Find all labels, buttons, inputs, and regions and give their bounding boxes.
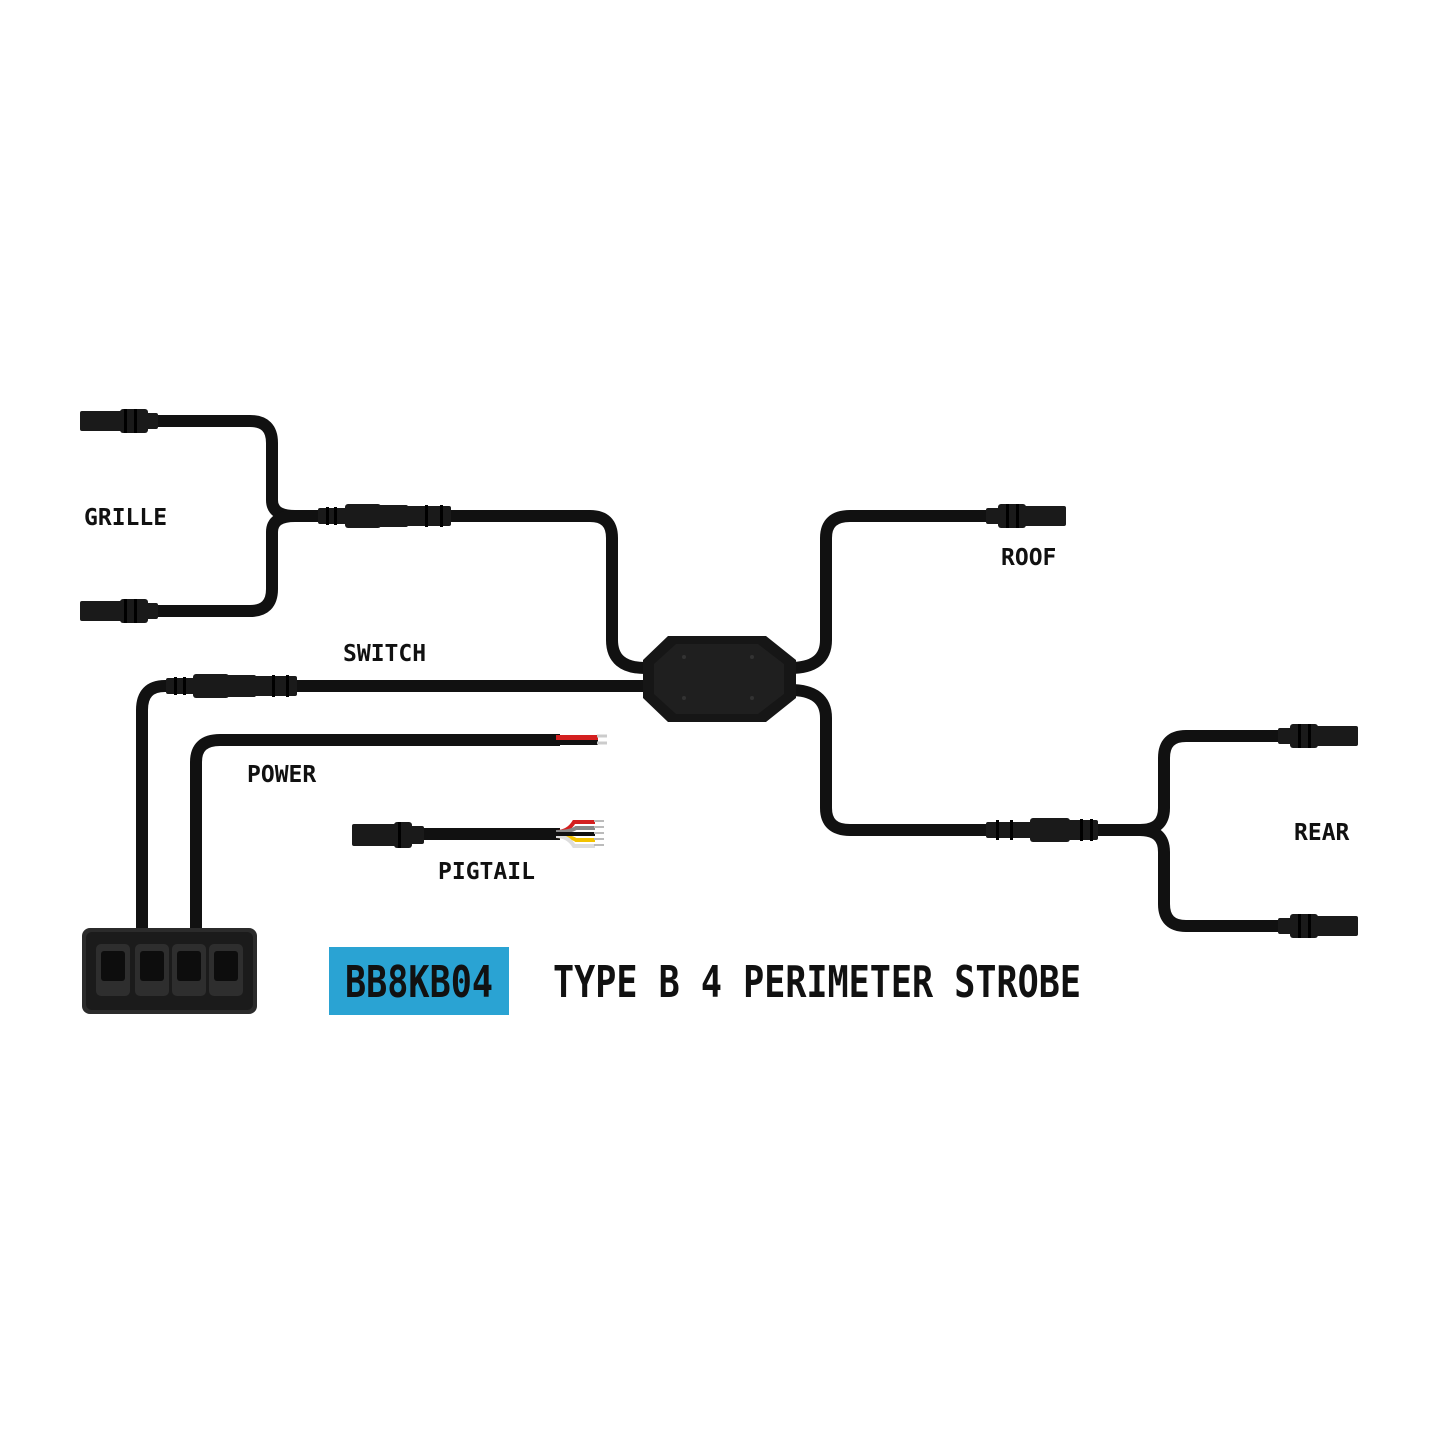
rocker-switch-1 [96,944,130,996]
rear-bottom-cable [1139,824,1285,932]
grille-bottom-cable [150,510,296,617]
rear-bottom-connector-icon [1278,914,1358,938]
rear-top-connector-icon [1278,724,1358,748]
power-wire-ends [556,734,607,745]
grille-trunk-cable [290,510,646,674]
rear-top-cable [1139,730,1285,836]
switch-cable [136,680,645,930]
grille-top-connector-icon [80,409,158,433]
rocker-switch-4 [209,944,243,996]
power-label: POWER [247,762,316,788]
product-code: BB8KB04 [345,957,493,1008]
rocker-switch-2 [135,944,169,996]
rocker-switch-panel-icon [82,928,257,1014]
grille-inline-connector-icon [318,504,451,528]
pigtail-wire-ends [555,820,604,848]
pigtail-label: PIGTAIL [438,859,535,885]
roof-connector-icon [986,504,1066,528]
roof-cable [789,510,990,674]
power-cable [190,734,560,930]
rear-label: REAR [1294,820,1350,846]
grille-label: GRILLE [84,505,167,531]
switch-label: SWITCH [343,641,426,667]
rear-inline-connector-icon [986,818,1098,842]
pigtail-connector-icon [352,822,424,848]
switch-inline-connector-icon [166,674,297,698]
junction-box-icon [643,636,796,722]
grille-top-cable [150,415,296,522]
product-code-badge [329,947,509,1015]
roof-label: ROOF [1001,545,1056,571]
rear-trunk-cable [789,684,1140,836]
product-title: TYPE B 4 PERIMETER STROBE [553,957,1081,1008]
rocker-switch-3 [172,944,206,996]
grille-bottom-connector-icon [80,599,158,623]
